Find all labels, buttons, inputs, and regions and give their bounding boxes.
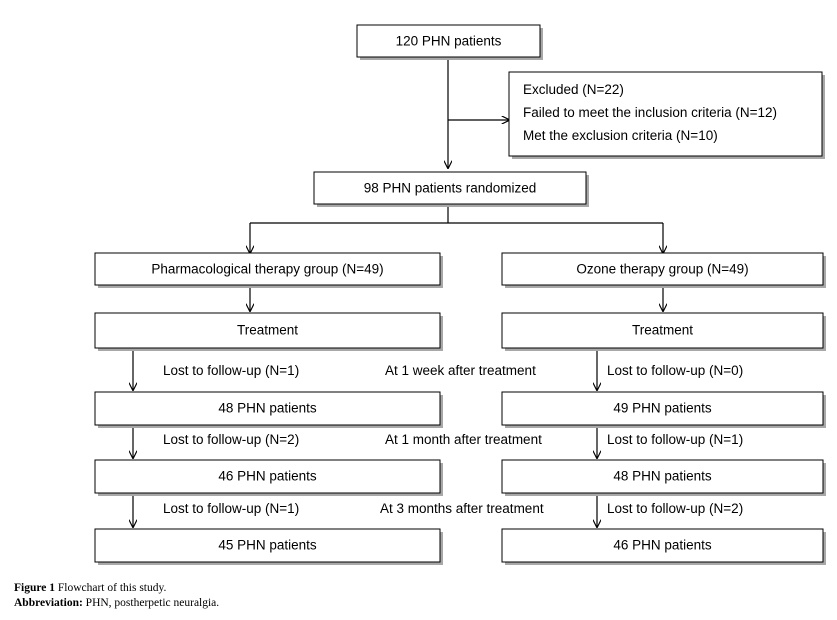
node-enrolled: 120 PHN patients (356, 24, 543, 60)
node-right-week1-label: 49 PHN patients (613, 401, 712, 416)
label-timepoint-month3: At 3 months after treatment (380, 501, 544, 516)
caption-abbrev-label: Abbreviation: (14, 597, 83, 609)
node-excluded-line-2: Failed to meet the inclusion criteria (N… (523, 105, 777, 120)
node-enrolled-label: 120 PHN patients (396, 34, 502, 49)
caption-figure-label: Figure 1 (14, 582, 55, 594)
node-randomized-label: 98 PHN patients randomized (364, 181, 537, 196)
label-right-loss-month1: Lost to follow-up (N=1) (607, 432, 743, 447)
node-excluded: Excluded (N=22) Failed to meet the inclu… (508, 71, 825, 159)
caption-figure-line: Figure 1 Flowchart of this study. (14, 581, 824, 596)
node-right-group-label: Ozone therapy group (N=49) (576, 262, 748, 277)
node-left-treatment-label: Treatment (237, 323, 298, 338)
node-left-group: Pharmacological therapy group (N=49) (94, 252, 443, 288)
caption-abbrev-text: PHN, postherpetic neuralgia. (85, 597, 220, 609)
node-excluded-line-1: Excluded (N=22) (523, 82, 624, 97)
node-left-treatment: Treatment (94, 312, 443, 351)
node-right-month1: 48 PHN patients (501, 459, 826, 496)
node-left-month1: 46 PHN patients (94, 459, 443, 496)
node-right-month3-label: 46 PHN patients (613, 538, 712, 553)
node-left-month1-label: 46 PHN patients (218, 469, 317, 484)
node-right-week1: 49 PHN patients (501, 391, 826, 428)
node-right-treatment: Treatment (501, 312, 826, 351)
label-timepoint-month1: At 1 month after treatment (385, 432, 542, 447)
connector-randomized-split (250, 205, 663, 253)
label-left-loss-week1: Lost to follow-up (N=1) (163, 363, 299, 378)
label-left-loss-month1: Lost to follow-up (N=2) (163, 432, 299, 447)
label-left-loss-month3: Lost to follow-up (N=1) (163, 501, 299, 516)
node-right-treatment-label: Treatment (632, 323, 693, 338)
label-right-loss-week1: Lost to follow-up (N=0) (607, 363, 743, 378)
node-right-month1-label: 48 PHN patients (613, 469, 712, 484)
node-left-week1-label: 48 PHN patients (218, 401, 317, 416)
node-excluded-line-3: Met the exclusion criteria (N=10) (523, 128, 718, 143)
node-left-group-label: Pharmacological therapy group (N=49) (151, 262, 383, 277)
caption-figure-text: Flowchart of this study. (57, 582, 167, 594)
node-randomized: 98 PHN patients randomized (313, 171, 589, 207)
node-left-month3-label: 45 PHN patients (218, 538, 317, 553)
node-right-month3: 46 PHN patients (501, 528, 826, 565)
node-left-week1: 48 PHN patients (94, 391, 443, 428)
node-left-month3: 45 PHN patients (94, 528, 443, 565)
label-right-loss-month3: Lost to follow-up (N=2) (607, 501, 743, 516)
node-right-group: Ozone therapy group (N=49) (501, 252, 826, 288)
label-timepoint-week1: At 1 week after treatment (385, 363, 536, 378)
caption-abbrev-line: Abbreviation: PHN, postherpetic neuralgi… (14, 596, 824, 611)
figure-caption: Figure 1 Flowchart of this study. Abbrev… (14, 581, 824, 611)
